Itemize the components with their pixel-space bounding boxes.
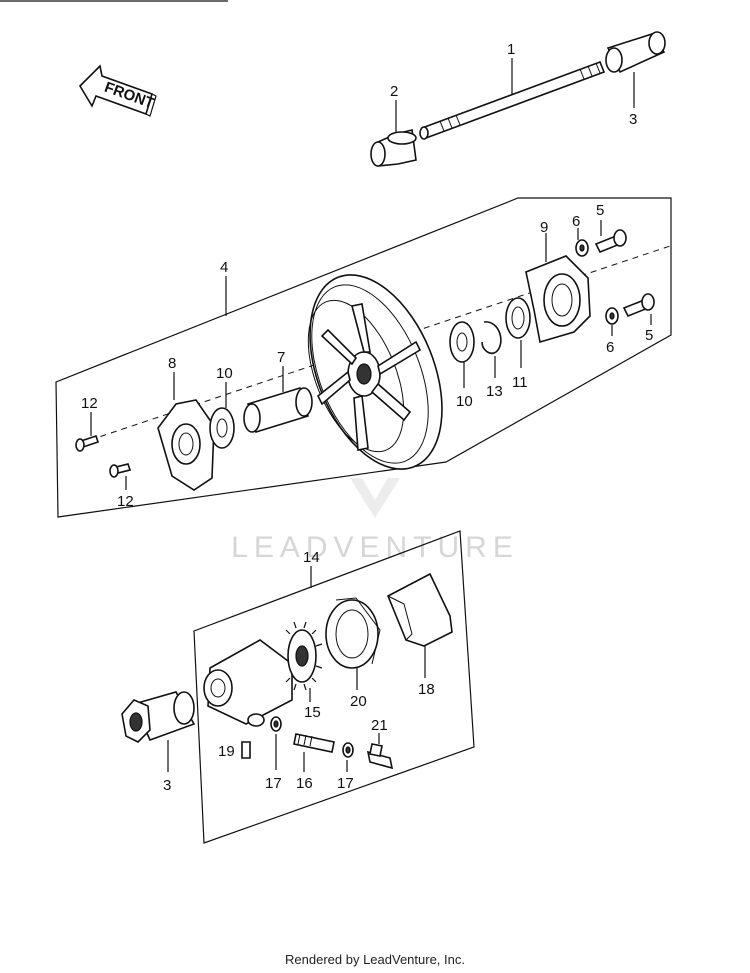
washer-part-17-left [270, 716, 282, 732]
seal-part-11 [505, 297, 531, 339]
bearing-ring-part-20 [325, 597, 381, 669]
callout-18: 18 [418, 681, 435, 698]
front-arrow-icon: FRONT [78, 64, 157, 117]
collar-part-2 [370, 129, 417, 167]
circlip-part-13 [481, 321, 502, 355]
bolt-part-12-top [75, 434, 100, 452]
gear-plate-part-18 [386, 572, 453, 647]
footer-credit: Rendered by LeadVenture, Inc. [285, 952, 465, 967]
washer-part-6-top [575, 239, 589, 257]
bolt-part-5-bottom [622, 293, 655, 318]
callout-17-left: 17 [265, 775, 282, 792]
callout-17-right: 17 [337, 775, 354, 792]
pin-part-19 [241, 741, 251, 759]
callout-3-bottom: 3 [163, 777, 171, 794]
callout-5-top: 5 [596, 202, 604, 219]
callout-3-top: 3 [629, 111, 637, 128]
hub-plate-part-8 [157, 399, 215, 491]
wheel-assembly-frame [55, 197, 672, 518]
callout-19: 19 [218, 743, 235, 760]
callout-12-top: 12 [81, 395, 98, 412]
callout-6-top: 6 [572, 213, 580, 230]
callout-9: 9 [540, 219, 548, 236]
fitting-part-21 [366, 743, 394, 770]
callout-6-bottom: 6 [606, 339, 614, 356]
wheel-part [307, 274, 443, 470]
callout-1: 1 [507, 41, 515, 58]
axle-nut-part-3 [121, 691, 196, 743]
bearing-part-10-right [449, 321, 475, 363]
gear-housing-frame [193, 530, 475, 844]
callout-14: 14 [303, 549, 320, 566]
callout-10-right: 10 [456, 393, 473, 410]
gear-housing-part [203, 639, 293, 727]
callout-15: 15 [304, 704, 321, 721]
washer-part-6-bottom [605, 307, 619, 325]
pinion-part-16 [293, 733, 335, 753]
callout-2: 2 [390, 83, 398, 100]
callout-21: 21 [371, 717, 388, 734]
brake-plate-part-9 [525, 255, 591, 344]
callout-20: 20 [350, 693, 367, 710]
callout-12-bottom: 12 [117, 493, 134, 510]
spacer-part-7 [243, 386, 313, 434]
collar-part-3-top [605, 31, 666, 74]
callout-5-bottom: 5 [645, 327, 653, 344]
callout-11: 11 [512, 374, 528, 391]
callout-16: 16 [296, 775, 313, 792]
bearing-part-10-left [209, 407, 235, 449]
bolt-part-12-bottom [109, 463, 132, 478]
washer-part-17-right [342, 742, 354, 758]
watermark-text: LEADVENTURE [231, 531, 519, 564]
bolt-part-5-top [594, 229, 627, 254]
callout-10-left: 10 [216, 365, 233, 382]
callout-4: 4 [220, 259, 228, 276]
drive-gear-part-15 [285, 621, 323, 691]
callout-8: 8 [168, 355, 176, 372]
watermark-logo [350, 478, 400, 518]
callout-13: 13 [486, 383, 503, 400]
axle-part [419, 60, 606, 140]
callout-7: 7 [277, 349, 285, 366]
